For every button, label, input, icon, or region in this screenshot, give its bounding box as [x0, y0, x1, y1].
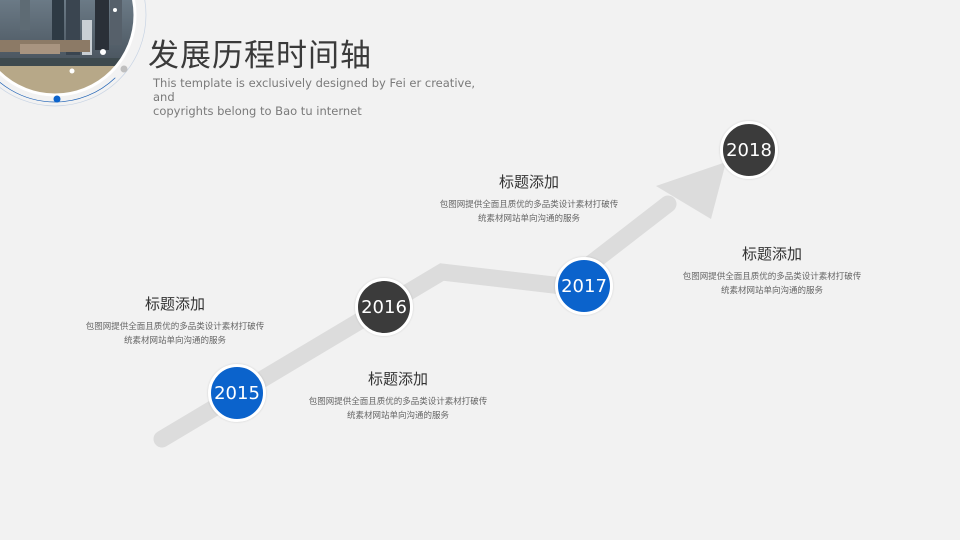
- entry-desc-line-1: 包图网提供全面且质优的多品类设计素材打破传: [439, 200, 619, 210]
- entry-desc-line-1: 包图网提供全面且质优的多品类设计素材打破传: [682, 272, 862, 282]
- year-node-2017[interactable]: 2017: [555, 257, 613, 315]
- arrowhead-icon: [656, 162, 726, 219]
- page-title: 发展历程时间轴: [148, 38, 372, 74]
- entry-desc-line-2: 统素材网站单向沟通的服务: [477, 214, 580, 224]
- entry-heading: 标题添加: [498, 173, 559, 191]
- year-node-2018[interactable]: 2018: [720, 121, 778, 179]
- entry-2016: 标题添加 包图网提供全面且质优的多品类设计素材打破传 统素材网站单向沟通的服务: [283, 369, 513, 423]
- entry-desc-line-1: 包图网提供全面且质优的多品类设计素材打破传: [308, 397, 488, 407]
- page-subtitle: This template is exclusively designed by…: [153, 76, 493, 118]
- year-label: 2017: [561, 275, 607, 297]
- subtitle-line-1: This template is exclusively designed by…: [153, 76, 476, 104]
- year-label: 2015: [214, 382, 260, 404]
- city-photo-icon: [0, 0, 147, 107]
- entry-desc-line-1: 包图网提供全面且质优的多品类设计素材打破传: [85, 322, 265, 332]
- entry-heading: 标题添加: [144, 295, 205, 313]
- year-node-2016[interactable]: 2016: [355, 278, 413, 336]
- year-label: 2018: [726, 139, 772, 161]
- entry-desc-line-2: 统素材网站单向沟通的服务: [123, 336, 226, 346]
- entry-2018: 标题添加 包图网提供全面且质优的多品类设计素材打破传 统素材网站单向沟通的服务: [657, 244, 887, 298]
- subtitle-line-2: copyrights belong to Bao tu internet: [153, 104, 362, 118]
- year-label: 2016: [361, 296, 407, 318]
- year-node-2015[interactable]: 2015: [208, 364, 266, 422]
- entry-2017: 标题添加 包图网提供全面且质优的多品类设计素材打破传 统素材网站单向沟通的服务: [414, 172, 644, 226]
- entry-desc-line-2: 统素材网站单向沟通的服务: [720, 286, 823, 296]
- entry-heading: 标题添加: [367, 370, 428, 388]
- entry-heading: 标题添加: [741, 245, 802, 263]
- entry-2015: 标题添加 包图网提供全面且质优的多品类设计素材打破传 统素材网站单向沟通的服务: [60, 294, 290, 348]
- city-photo-decoration: [0, 0, 150, 110]
- entry-desc-line-2: 统素材网站单向沟通的服务: [346, 411, 449, 421]
